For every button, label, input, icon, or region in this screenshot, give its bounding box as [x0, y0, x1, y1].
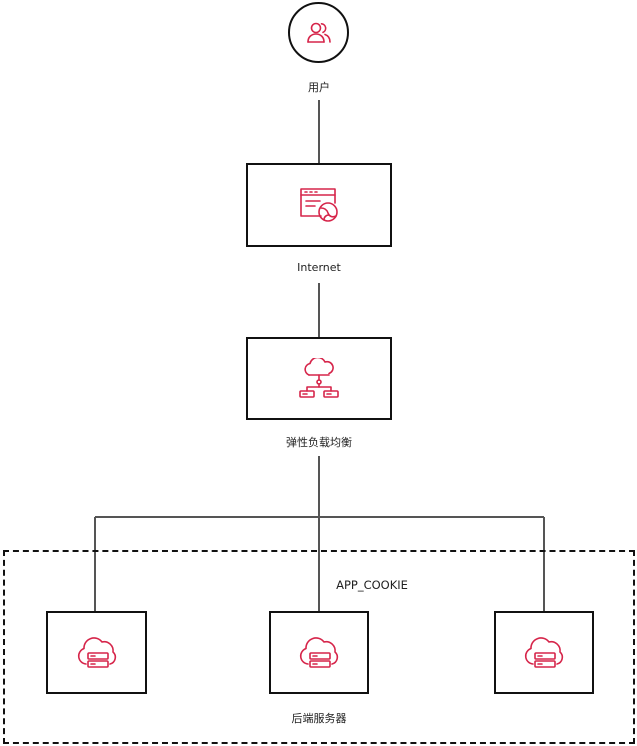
browser-globe-icon	[297, 185, 341, 225]
user-node[interactable]	[288, 2, 349, 63]
cloud-server-icon	[522, 633, 566, 673]
cloud-network-icon	[296, 357, 342, 400]
backend-server-node[interactable]	[46, 611, 147, 694]
backend-server-node[interactable]	[269, 611, 369, 694]
internet-node[interactable]	[246, 163, 392, 247]
backend-server-node[interactable]	[494, 611, 594, 694]
backend-group-boundary	[3, 550, 635, 744]
user-label: 用户	[308, 81, 330, 94]
users-icon	[303, 17, 335, 49]
cloud-server-icon	[75, 633, 119, 673]
backend-servers-label: 后端服务器	[291, 712, 347, 725]
cloud-server-icon	[297, 633, 341, 673]
load-balancer-node[interactable]	[246, 337, 392, 420]
load-balancer-label: 弹性负载均衡	[286, 436, 352, 449]
backend-group-label: APP_COOKIE	[336, 578, 408, 592]
internet-label: Internet	[297, 261, 341, 274]
